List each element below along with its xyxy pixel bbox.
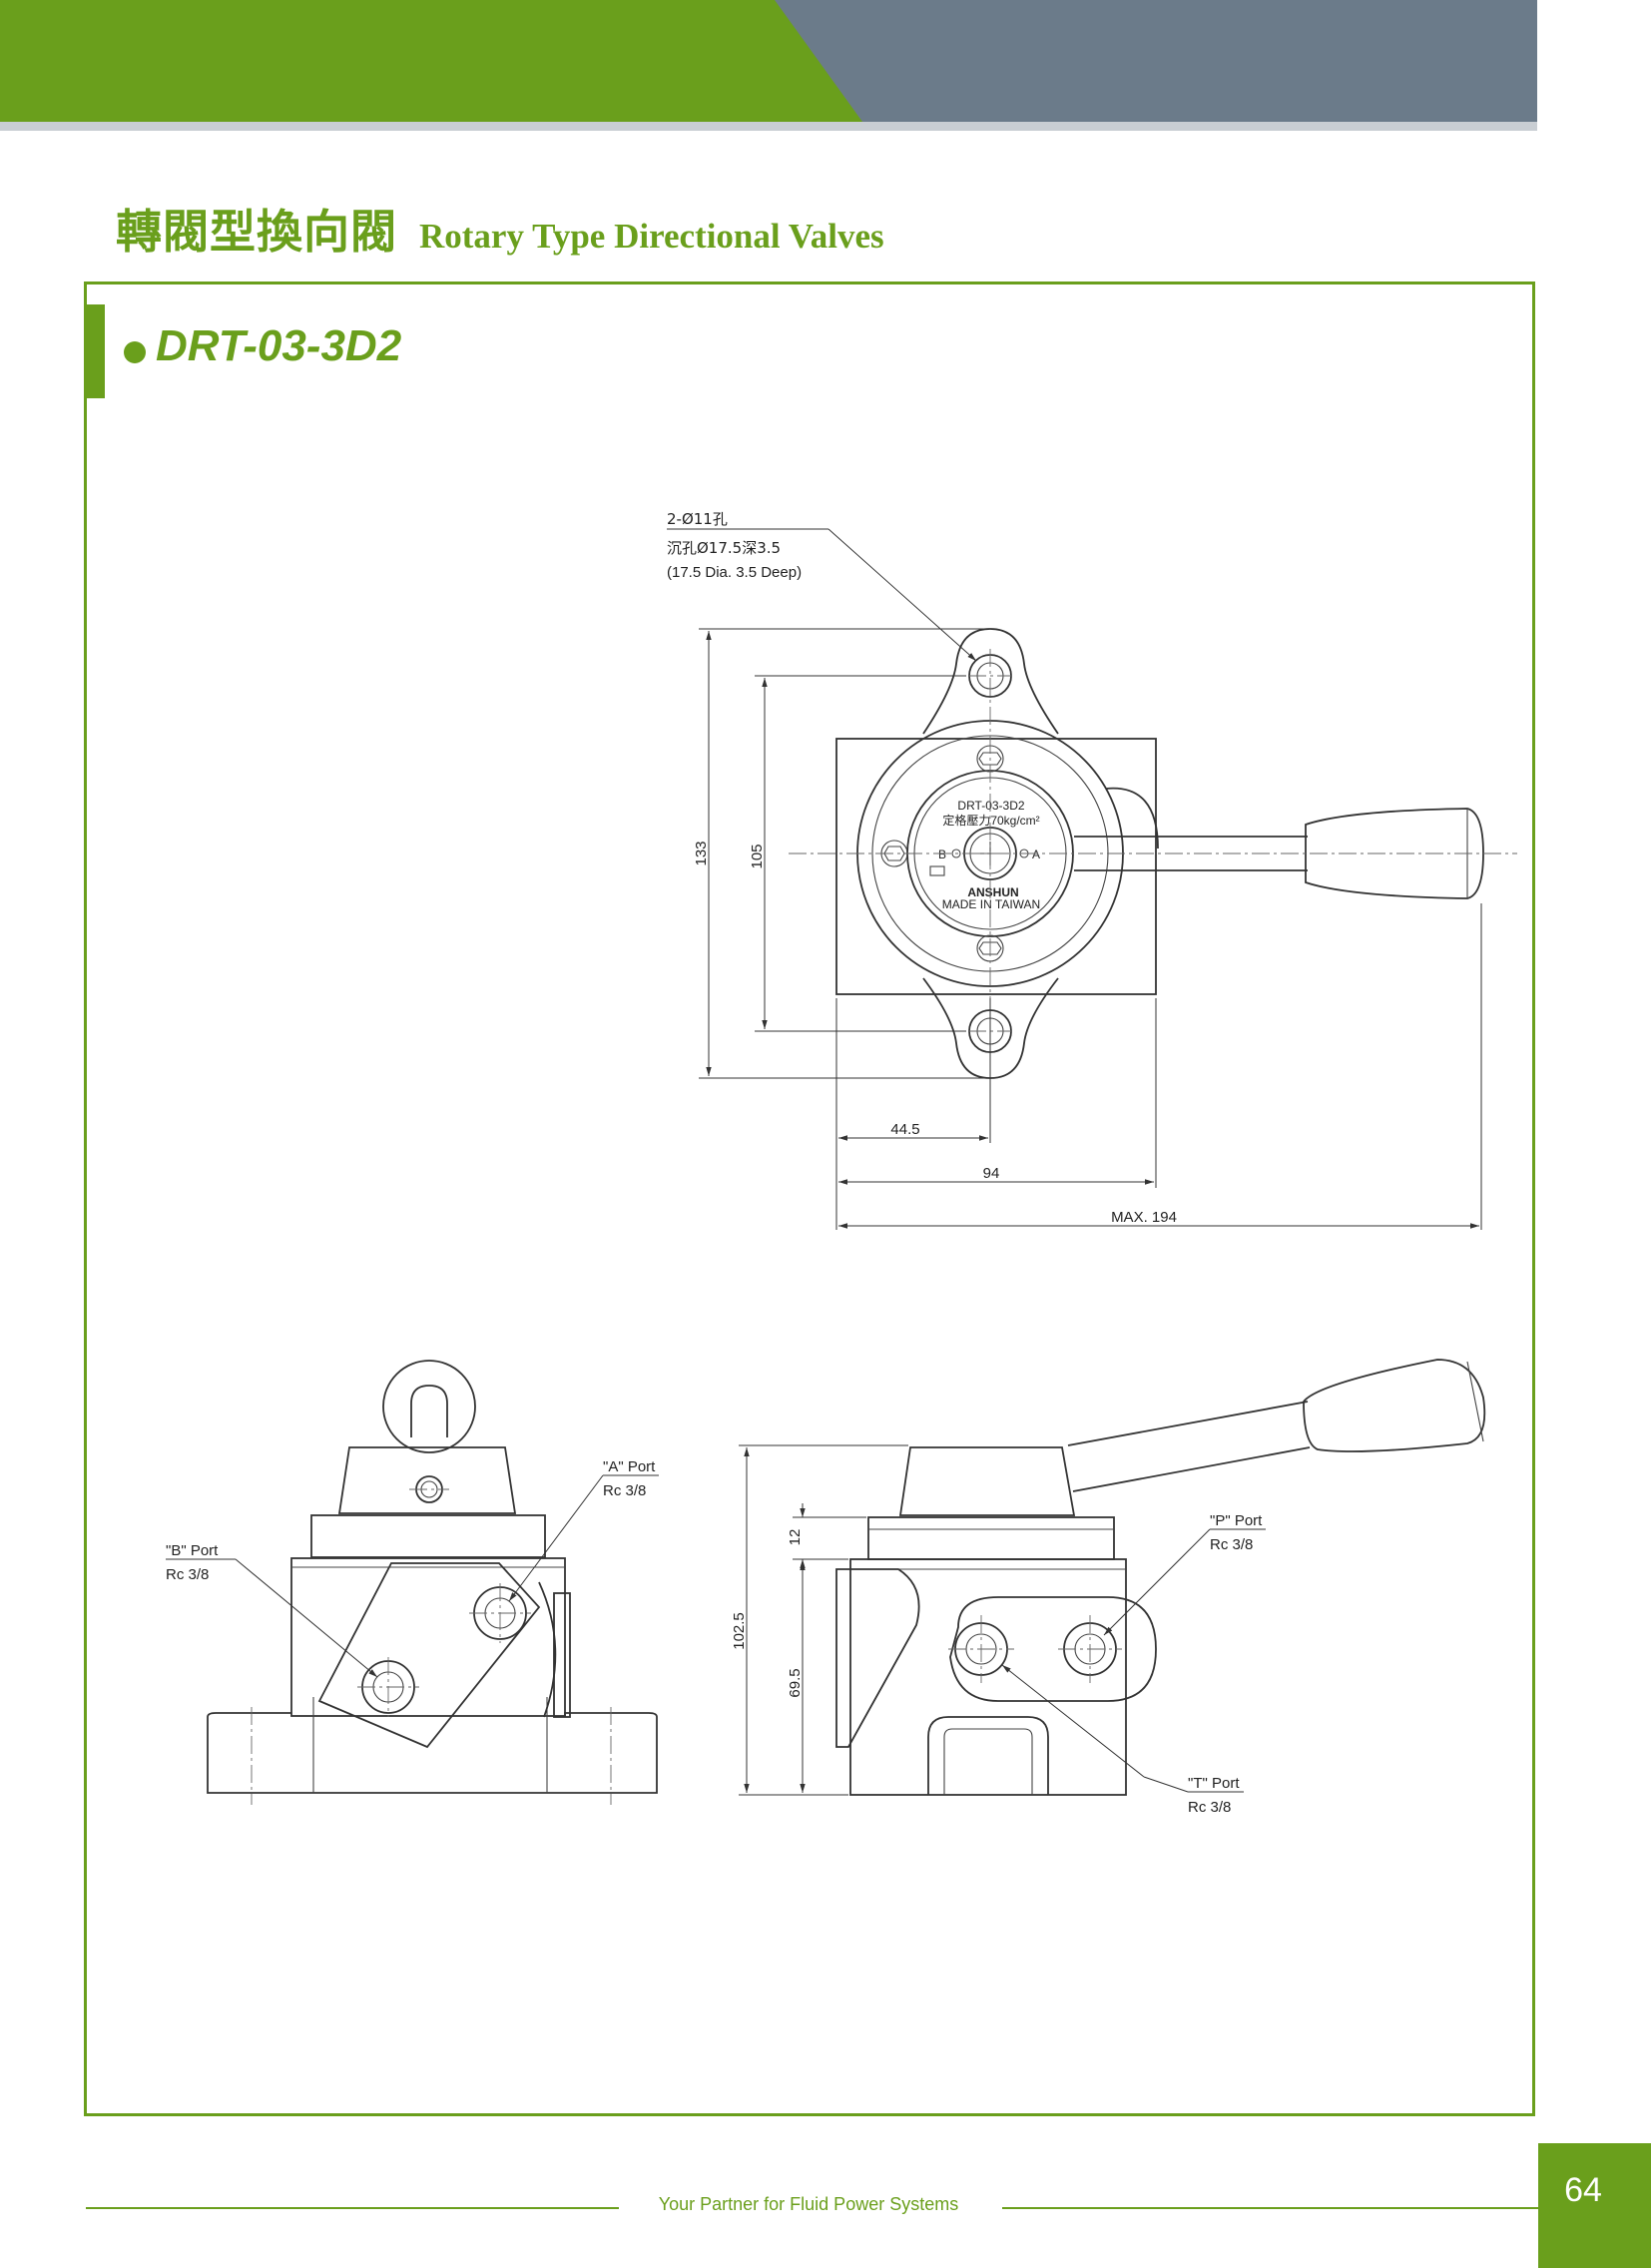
side-curve xyxy=(538,1581,557,1718)
bullet-icon xyxy=(124,341,146,363)
nameplate-origin: MADE IN TAIWAN xyxy=(942,897,1040,911)
hole-callout-line-3: (17.5 Dia. 3.5 Deep) xyxy=(667,564,802,581)
port-a-size: Rc 3/8 xyxy=(603,1482,646,1499)
side-handle-grip xyxy=(1303,1359,1486,1452)
front-cap xyxy=(337,1446,517,1514)
side-lobe xyxy=(1105,787,1159,850)
nameplate-model: DRT-03-3D2 xyxy=(957,799,1024,813)
port-p-name: "P" Port xyxy=(1210,1512,1263,1529)
side-wedge xyxy=(835,1568,920,1748)
page-number-box xyxy=(1538,2143,1651,2268)
dim-69-5-label: 69.5 xyxy=(787,1668,804,1697)
hole-callout-line-2: 沉孔Ø17.5深3.5 xyxy=(667,539,781,557)
port-plate xyxy=(317,1562,541,1749)
dim-44-5-label: 44.5 xyxy=(890,1121,919,1138)
valve-body-outline xyxy=(835,738,1157,995)
handle-stem xyxy=(410,1385,448,1437)
dim-max-label: MAX. 194 xyxy=(1111,1209,1177,1226)
port-b-size: Rc 3/8 xyxy=(166,1566,209,1583)
front-flange xyxy=(310,1514,546,1558)
dim-12-label: 12 xyxy=(787,1529,804,1546)
nameplate-port-b: B xyxy=(938,848,946,861)
footer-rule-left xyxy=(86,2207,619,2209)
handle-shaft xyxy=(1074,836,1308,871)
hole-callout-line-1: 2-Ø11孔 xyxy=(667,510,728,528)
top-view: DRT-03-3D2 定格壓力70kg/cm² B A ANSHUN MADE … xyxy=(667,510,1517,1230)
side-view: 102.5 12 69.5 "P" Port Rc 3/8 "T" Port R… xyxy=(731,1359,1486,1816)
nameplate-port-a: A xyxy=(1032,848,1040,861)
front-base xyxy=(207,1712,658,1794)
side-body xyxy=(849,1558,1127,1796)
page-number: 64 xyxy=(1564,2171,1602,2209)
page-title: 轉閥型換向閥 Rotary Type Directional Valves xyxy=(116,196,884,266)
dim-102-5-label: 102.5 xyxy=(731,1612,748,1650)
side-flange xyxy=(867,1516,1115,1560)
header-rule xyxy=(0,122,1537,131)
dim-94-label: 94 xyxy=(983,1165,1000,1182)
front-body xyxy=(290,1557,566,1717)
side-cap xyxy=(898,1446,1076,1516)
page-title-en: Rotary Type Directional Valves xyxy=(419,217,884,256)
nameplate-brand: ANSHUN xyxy=(967,885,1018,899)
port-p-size: Rc 3/8 xyxy=(1210,1536,1253,1553)
content-frame xyxy=(84,282,1535,2116)
footer-tagline: Your Partner for Fluid Power Systems xyxy=(658,2194,959,2214)
port-b-name: "B" Port xyxy=(166,1542,219,1559)
port-t-name: "T" Port xyxy=(1188,1775,1240,1792)
side-recess xyxy=(927,1716,1049,1795)
model-marker-bar xyxy=(85,304,105,398)
handle-knob xyxy=(382,1360,476,1453)
dim-133-label: 133 xyxy=(693,841,710,865)
header-accent xyxy=(0,0,862,122)
footer-rule-right xyxy=(1002,2207,1539,2209)
side-handle-shaft xyxy=(1067,1401,1311,1492)
mounting-ear-top xyxy=(922,628,1059,735)
port-t-size: Rc 3/8 xyxy=(1188,1799,1231,1816)
dim-105-label: 105 xyxy=(749,844,766,868)
model-heading: DRT-03-3D2 xyxy=(156,321,402,370)
side-port-lobe xyxy=(949,1596,1157,1702)
port-a-name: "A" Port xyxy=(603,1458,656,1475)
nameplate-pressure: 定格壓力70kg/cm² xyxy=(942,813,1039,828)
page-title-cn: 轉閥型換向閥 xyxy=(116,205,397,259)
front-view: "A" Port Rc 3/8 "B" Port Rc 3/8 xyxy=(166,1360,659,1805)
